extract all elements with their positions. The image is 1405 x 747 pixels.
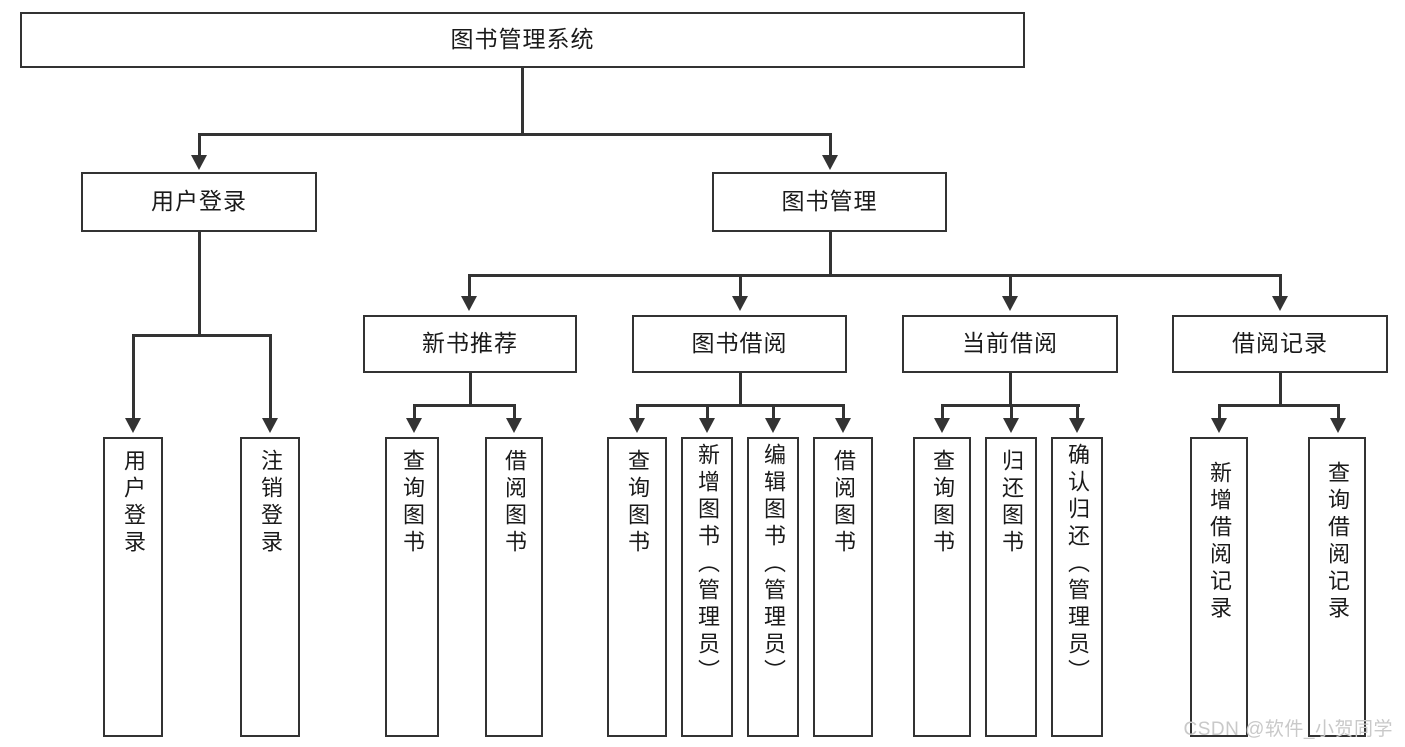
arrow-user-login-to-leaf-1 — [125, 418, 141, 433]
connector-root-stem — [521, 68, 524, 134]
connector-record-leaf-1 — [1218, 404, 1221, 420]
connector-user-login-bus — [132, 334, 269, 337]
connector-borrow-leaf-1 — [636, 404, 639, 420]
node-new-book-recommend-label: 新书推荐 — [422, 330, 518, 357]
connector-user-login-to-leaf-2 — [269, 334, 272, 420]
arrow-root-to-user-login — [191, 155, 207, 170]
connector-rec-leaf-1 — [413, 404, 416, 420]
node-book-borrow-label: 图书借阅 — [691, 330, 788, 357]
node-leaf-confirm-return-label: 确认归还（管理员） — [1065, 443, 1090, 686]
arrow-user-login-to-leaf-2 — [262, 418, 278, 433]
connector-current-leaf-3 — [1076, 404, 1079, 420]
node-leaf-user-login-label: 用户登录 — [121, 449, 146, 557]
node-leaf-user-login[interactable]: 用户登录 — [103, 437, 163, 737]
node-leaf-add-record-label: 新增借阅记录 — [1207, 461, 1232, 623]
arrow-record-leaf-2 — [1330, 418, 1346, 433]
node-root[interactable]: 图书管理系统 — [20, 12, 1025, 68]
connector-borrow-stem — [739, 373, 742, 406]
node-leaf-add-record[interactable]: 新增借阅记录 — [1190, 437, 1248, 737]
node-leaf-query-book-2[interactable]: 查询图书 — [607, 437, 667, 737]
arrow-bm-to-record — [1272, 296, 1288, 311]
node-leaf-borrow-book-1[interactable]: 借阅图书 — [485, 437, 543, 737]
connector-bm-to-recommend — [468, 274, 471, 298]
node-current-borrow-label: 当前借阅 — [962, 330, 1058, 357]
connector-bm-to-record — [1279, 274, 1282, 298]
arrow-borrow-leaf-3 — [765, 418, 781, 433]
node-leaf-edit-book-label: 编辑图书（管理员） — [761, 443, 786, 686]
node-leaf-logout-label: 注销登录 — [258, 449, 283, 557]
node-leaf-query-record-label: 查询借阅记录 — [1325, 461, 1350, 623]
arrow-current-leaf-2 — [1003, 418, 1019, 433]
arrow-borrow-leaf-1 — [629, 418, 645, 433]
connector-recommend-stem — [469, 373, 472, 406]
node-leaf-logout[interactable]: 注销登录 — [240, 437, 300, 737]
node-leaf-query-book-1-label: 查询图书 — [400, 449, 425, 557]
node-leaf-query-book-1[interactable]: 查询图书 — [385, 437, 439, 737]
connector-user-login-to-leaf-1 — [132, 334, 135, 420]
node-leaf-query-book-2-label: 查询图书 — [625, 449, 650, 557]
connector-record-leaf-2 — [1337, 404, 1340, 420]
arrow-bm-to-borrow — [732, 296, 748, 311]
arrow-bm-to-current — [1002, 296, 1018, 311]
node-user-login[interactable]: 用户登录 — [81, 172, 317, 232]
watermark: CSDN @软件_小贺同学 — [1183, 719, 1393, 740]
node-book-manage-label: 图书管理 — [781, 188, 878, 215]
node-leaf-confirm-return[interactable]: 确认归还（管理员） — [1051, 437, 1103, 737]
connector-book-manage-stem — [829, 232, 832, 276]
node-leaf-return-book-label: 归还图书 — [999, 449, 1024, 557]
node-current-borrow[interactable]: 当前借阅 — [902, 315, 1118, 373]
arrow-borrow-leaf-2 — [699, 418, 715, 433]
node-user-login-label: 用户登录 — [151, 188, 247, 215]
node-leaf-add-book[interactable]: 新增图书（管理员） — [681, 437, 733, 737]
node-leaf-borrow-book-2-label: 借阅图书 — [831, 449, 856, 557]
node-leaf-return-book[interactable]: 归还图书 — [985, 437, 1037, 737]
connector-borrow-leaf-3 — [772, 404, 775, 420]
connector-record-stem — [1279, 373, 1282, 406]
connector-root-to-user-login — [198, 133, 201, 158]
node-book-manage[interactable]: 图书管理 — [712, 172, 947, 232]
arrow-rec-leaf-2 — [506, 418, 522, 433]
node-leaf-query-book-3-label: 查询图书 — [930, 449, 955, 557]
connector-root-to-book-manage — [829, 133, 832, 158]
connector-current-stem — [1009, 373, 1012, 406]
connector-bm-to-borrow — [739, 274, 742, 298]
connector-user-login-stem — [198, 232, 201, 336]
node-leaf-borrow-book-1-label: 借阅图书 — [502, 449, 527, 557]
node-leaf-edit-book[interactable]: 编辑图书（管理员） — [747, 437, 799, 737]
connector-root-bus — [198, 133, 832, 136]
connector-borrow-leaf-2 — [706, 404, 709, 420]
arrow-bm-to-recommend — [461, 296, 477, 311]
connector-current-leaf-2 — [1010, 404, 1013, 420]
arrow-current-leaf-3 — [1069, 418, 1085, 433]
node-borrow-record-label: 借阅记录 — [1232, 330, 1328, 357]
connector-book-manage-bus — [468, 274, 1280, 277]
arrow-borrow-leaf-4 — [835, 418, 851, 433]
connector-borrow-leaf-4 — [842, 404, 845, 420]
connector-rec-leaf-2 — [513, 404, 516, 420]
node-book-borrow[interactable]: 图书借阅 — [632, 315, 847, 373]
arrow-current-leaf-1 — [934, 418, 950, 433]
connector-bm-to-current — [1009, 274, 1012, 298]
node-new-book-recommend[interactable]: 新书推荐 — [363, 315, 577, 373]
arrow-rec-leaf-1 — [406, 418, 422, 433]
node-leaf-add-book-label: 新增图书（管理员） — [695, 443, 720, 686]
connector-recommend-bus — [413, 404, 515, 407]
arrow-root-to-book-manage — [822, 155, 838, 170]
connector-record-bus — [1218, 404, 1338, 407]
connector-current-leaf-1 — [941, 404, 944, 420]
node-leaf-query-book-3[interactable]: 查询图书 — [913, 437, 971, 737]
node-leaf-query-record[interactable]: 查询借阅记录 — [1308, 437, 1366, 737]
node-root-label: 图书管理系统 — [450, 26, 595, 53]
node-leaf-borrow-book-2[interactable]: 借阅图书 — [813, 437, 873, 737]
arrow-record-leaf-1 — [1211, 418, 1227, 433]
connector-borrow-bus — [636, 404, 844, 407]
node-borrow-record[interactable]: 借阅记录 — [1172, 315, 1388, 373]
